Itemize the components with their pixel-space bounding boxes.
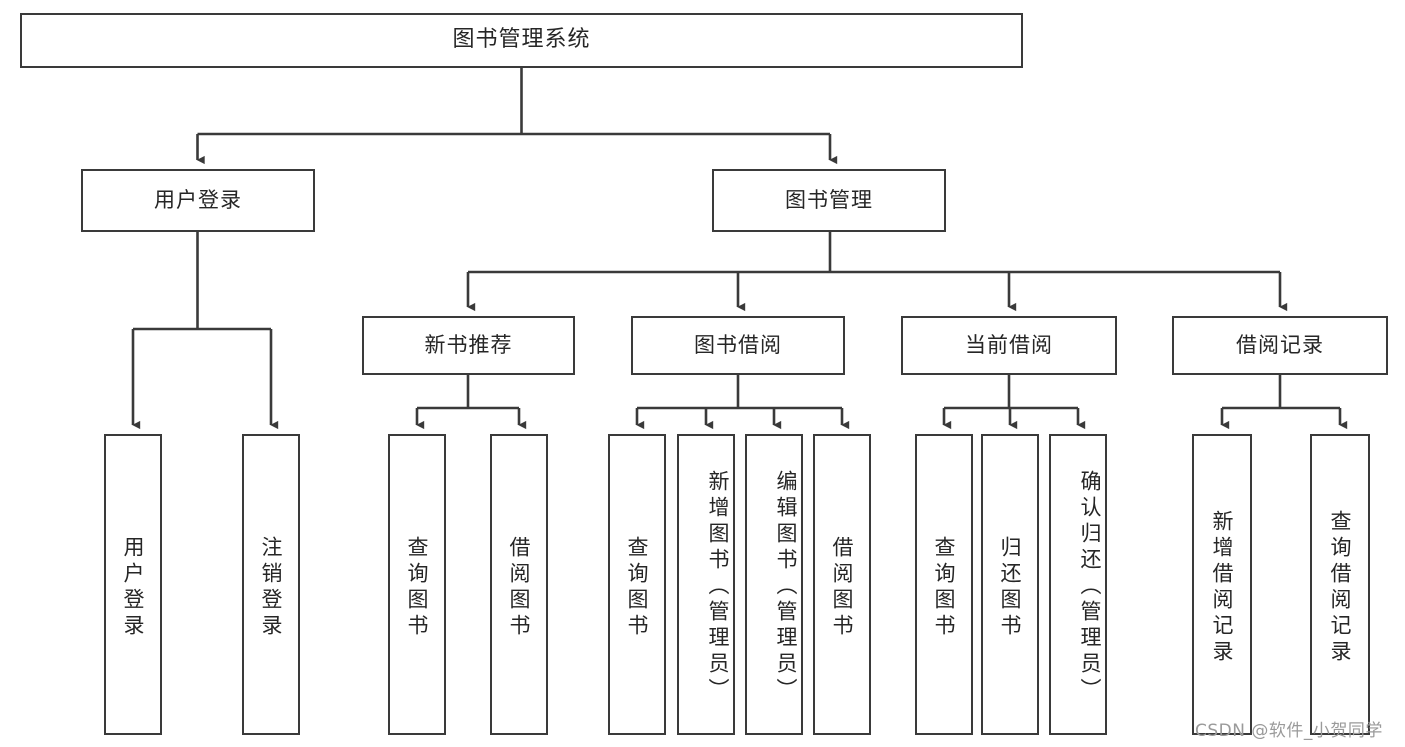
node-current-borrow[interactable]: 当前借阅: [901, 316, 1117, 375]
node-label: 注销登录: [259, 535, 283, 640]
node-label: 查询图书: [405, 535, 429, 640]
node-label: 编辑图书（管理员）: [774, 469, 798, 704]
node-user-login[interactable]: 用户登录: [81, 169, 315, 232]
node-label: 当前借阅: [965, 332, 1053, 357]
leaf-current-return-book[interactable]: 归还图书: [981, 434, 1039, 735]
leaf-borrow-borrow-book[interactable]: 借阅图书: [813, 434, 871, 735]
leaf-recommend-borrow-book[interactable]: 借阅图书: [490, 434, 548, 735]
leaf-current-confirm-return-admin[interactable]: 确认归还（管理员）: [1049, 434, 1107, 735]
node-label: 图书管理: [785, 187, 873, 212]
node-label: 确认归还（管理员）: [1078, 469, 1102, 704]
node-label: 图书借阅: [694, 332, 782, 357]
node-label: 查询图书: [625, 535, 649, 640]
node-label: 新书推荐: [424, 332, 513, 357]
node-label: 用户登录: [154, 187, 242, 212]
node-root-book-management-system[interactable]: 图书管理系统: [20, 13, 1023, 68]
node-label: 借阅图书: [830, 535, 854, 640]
leaf-record-add-record[interactable]: 新增借阅记录: [1192, 434, 1252, 735]
node-label: 用户登录: [121, 535, 145, 640]
node-label: 归还图书: [998, 535, 1022, 640]
node-label: 图书管理系统: [452, 27, 591, 53]
node-label: 查询图书: [932, 535, 956, 640]
node-label: 新增借阅记录: [1210, 509, 1234, 666]
leaf-borrow-edit-book-admin[interactable]: 编辑图书（管理员）: [745, 434, 803, 735]
node-label: 查询借阅记录: [1328, 509, 1352, 666]
leaf-user-login-logout[interactable]: 注销登录: [242, 434, 300, 735]
leaf-borrow-add-book-admin[interactable]: 新增图书（管理员）: [677, 434, 735, 735]
node-label: 借阅图书: [507, 535, 531, 640]
node-label: 新增图书（管理员）: [706, 469, 730, 704]
node-label: 借阅记录: [1236, 332, 1324, 357]
node-book-borrow[interactable]: 图书借阅: [631, 316, 845, 375]
leaf-borrow-query-book[interactable]: 查询图书: [608, 434, 666, 735]
leaf-user-login-login[interactable]: 用户登录: [104, 434, 162, 735]
watermark-text: CSDN @软件_小贺同学: [1195, 721, 1383, 741]
leaf-record-query-record[interactable]: 查询借阅记录: [1310, 434, 1370, 735]
node-borrow-record[interactable]: 借阅记录: [1172, 316, 1388, 375]
leaf-recommend-query-book[interactable]: 查询图书: [388, 434, 446, 735]
node-new-book-recommend[interactable]: 新书推荐: [362, 316, 575, 375]
node-book-management[interactable]: 图书管理: [712, 169, 946, 232]
leaf-current-query-book[interactable]: 查询图书: [915, 434, 973, 735]
